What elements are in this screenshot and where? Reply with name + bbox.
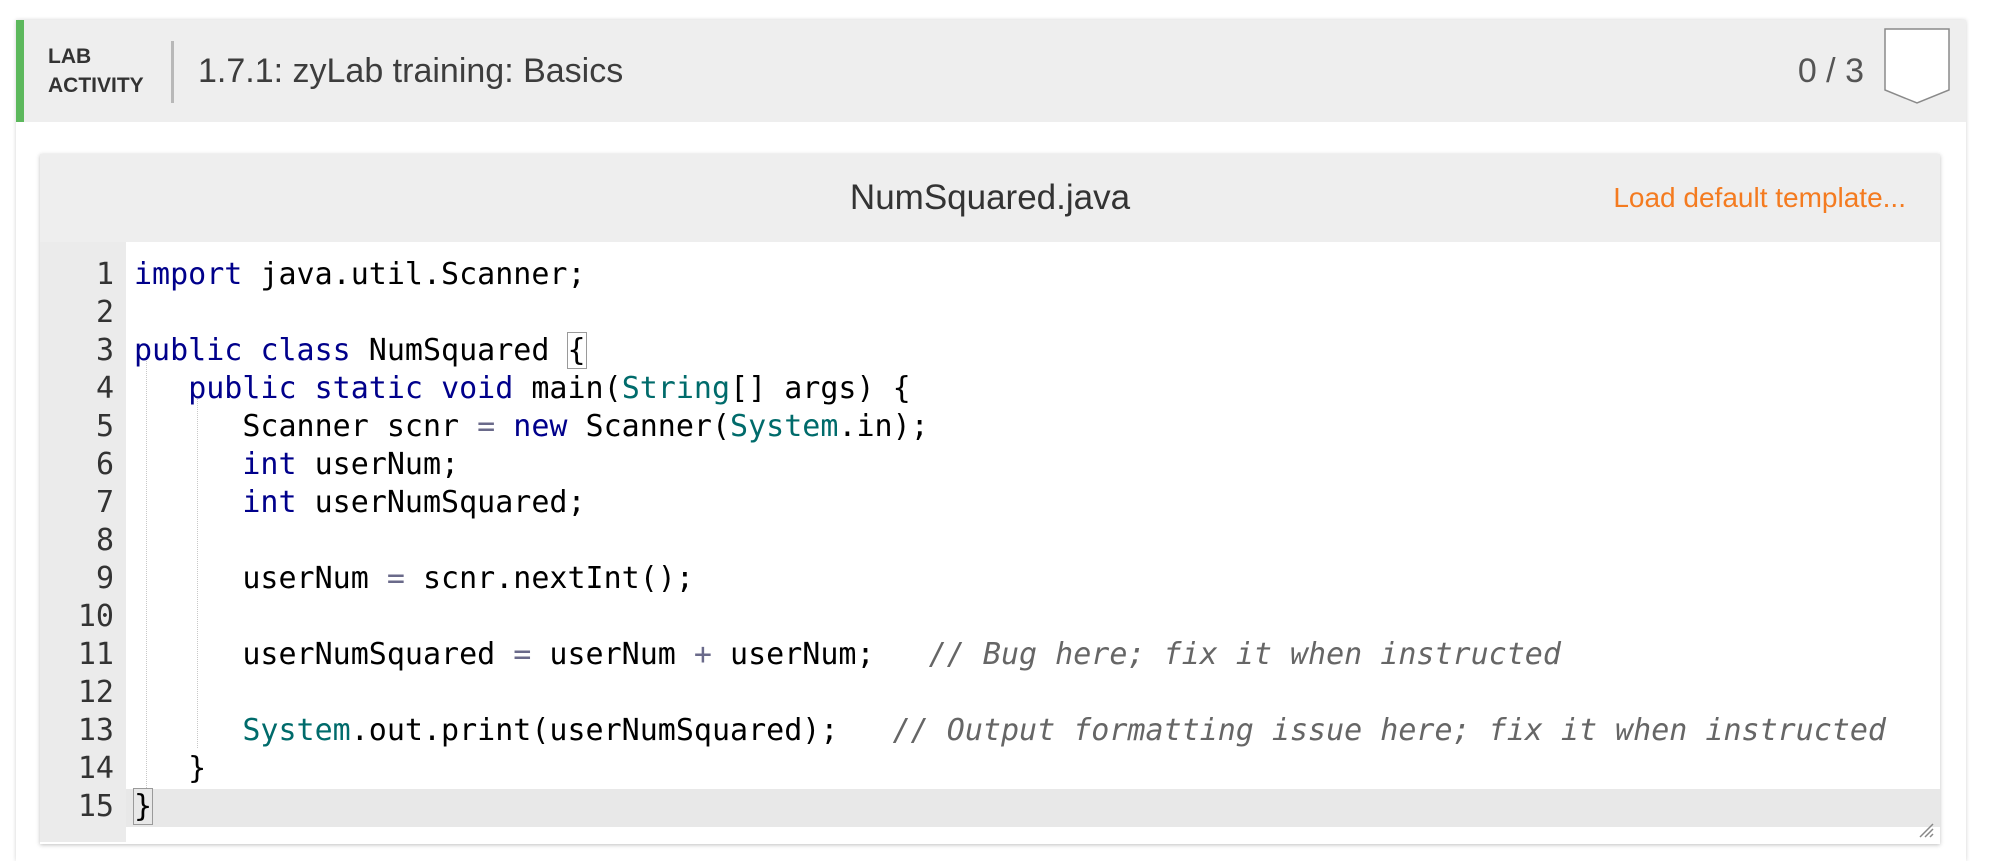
- activity-type-line1: LAB: [48, 45, 92, 68]
- file-name: NumSquared.java: [849, 178, 1131, 217]
- lab-activity-container: LAB ACTIVITY 1.7.1: zyLab training: Basi…: [16, 20, 1966, 861]
- line-number-gutter: [40, 242, 126, 842]
- code-line[interactable]: 11 userNumSquared = userNum + userNum; /…: [40, 636, 1940, 674]
- line-code[interactable]: System.out.print(userNumSquared); // Out…: [242, 713, 1886, 748]
- code-line[interactable]: 1 import java.util.Scanner;: [40, 256, 1940, 294]
- line-code[interactable]: public class NumSquared {: [134, 332, 587, 369]
- line-code[interactable]: userNum = scnr.nextInt();: [134, 561, 694, 596]
- line-number: 10: [77, 599, 114, 634]
- code-line[interactable]: 12: [40, 674, 1940, 712]
- activity-score: 0 / 3: [1797, 52, 1864, 90]
- activity-title: 1.7.1: zyLab training: Basics: [198, 52, 624, 90]
- line-number: 14: [77, 751, 114, 786]
- line-number: 8: [95, 523, 114, 558]
- code-editor-panel: NumSquared.java Load default template...…: [40, 154, 1940, 844]
- line-number: 4: [95, 371, 114, 406]
- line-number: 2: [95, 295, 114, 330]
- line-number: 7: [95, 485, 114, 520]
- code-line[interactable]: 4 public static void main(String[] args)…: [40, 370, 1940, 408]
- active-line-highlight: [126, 789, 1940, 827]
- line-code[interactable]: }: [134, 751, 207, 786]
- editor-header: NumSquared.java Load default template...: [40, 154, 1940, 242]
- indent-guide: [197, 396, 198, 748]
- line-number: 9: [95, 561, 114, 596]
- code-line[interactable]: 5 Scanner scnr = new Scanner(System.in);: [40, 408, 1940, 446]
- line-number: 1: [95, 257, 114, 292]
- line-number: 11: [77, 637, 114, 672]
- line-number: 13: [77, 713, 114, 748]
- load-default-template-link[interactable]: Load default template...: [1613, 182, 1906, 213]
- line-code[interactable]: int userNum;: [242, 447, 460, 482]
- line-code[interactable]: public static void main(String[] args) {: [188, 371, 911, 406]
- code-line[interactable]: 15}: [40, 788, 1940, 826]
- code-line[interactable]: 13 System.out.print(userNumSquared); // …: [40, 712, 1940, 750]
- code-line[interactable]: 8: [40, 522, 1940, 560]
- code-line[interactable]: 6 int userNum;: [40, 446, 1940, 484]
- resize-handle-icon[interactable]: [1918, 822, 1934, 838]
- header-divider: [171, 41, 174, 103]
- line-number: 5: [95, 409, 114, 444]
- line-code[interactable]: int userNumSquared;: [242, 485, 586, 520]
- line-code[interactable]: }: [132, 788, 154, 825]
- activity-type-label: LAB ACTIVITY: [48, 42, 144, 100]
- code-line[interactable]: 2: [40, 294, 1940, 332]
- code-line[interactable]: 10: [40, 598, 1940, 636]
- line-code[interactable]: Scanner scnr = new Scanner(System.in);: [134, 409, 929, 444]
- line-code[interactable]: import java.util.Scanner;: [134, 257, 586, 292]
- code-line[interactable]: 3 public class NumSquared {: [40, 332, 1940, 370]
- line-number: 12: [77, 675, 114, 710]
- activity-type-line2: ACTIVITY: [48, 74, 144, 97]
- code-line[interactable]: 7 int userNumSquared;: [40, 484, 1940, 522]
- line-code[interactable]: userNumSquared = userNum + userNum; // B…: [134, 637, 1561, 672]
- indent-guide: [146, 359, 147, 788]
- line-number: 15: [77, 789, 114, 824]
- completion-badge-icon: [1884, 28, 1950, 104]
- line-number: 3: [95, 333, 114, 368]
- code-line[interactable]: 9 userNum = scnr.nextInt();: [40, 560, 1940, 598]
- code-line[interactable]: 14 }: [40, 750, 1940, 788]
- line-number: 6: [95, 447, 114, 482]
- activity-header: LAB ACTIVITY 1.7.1: zyLab training: Basi…: [16, 20, 1966, 122]
